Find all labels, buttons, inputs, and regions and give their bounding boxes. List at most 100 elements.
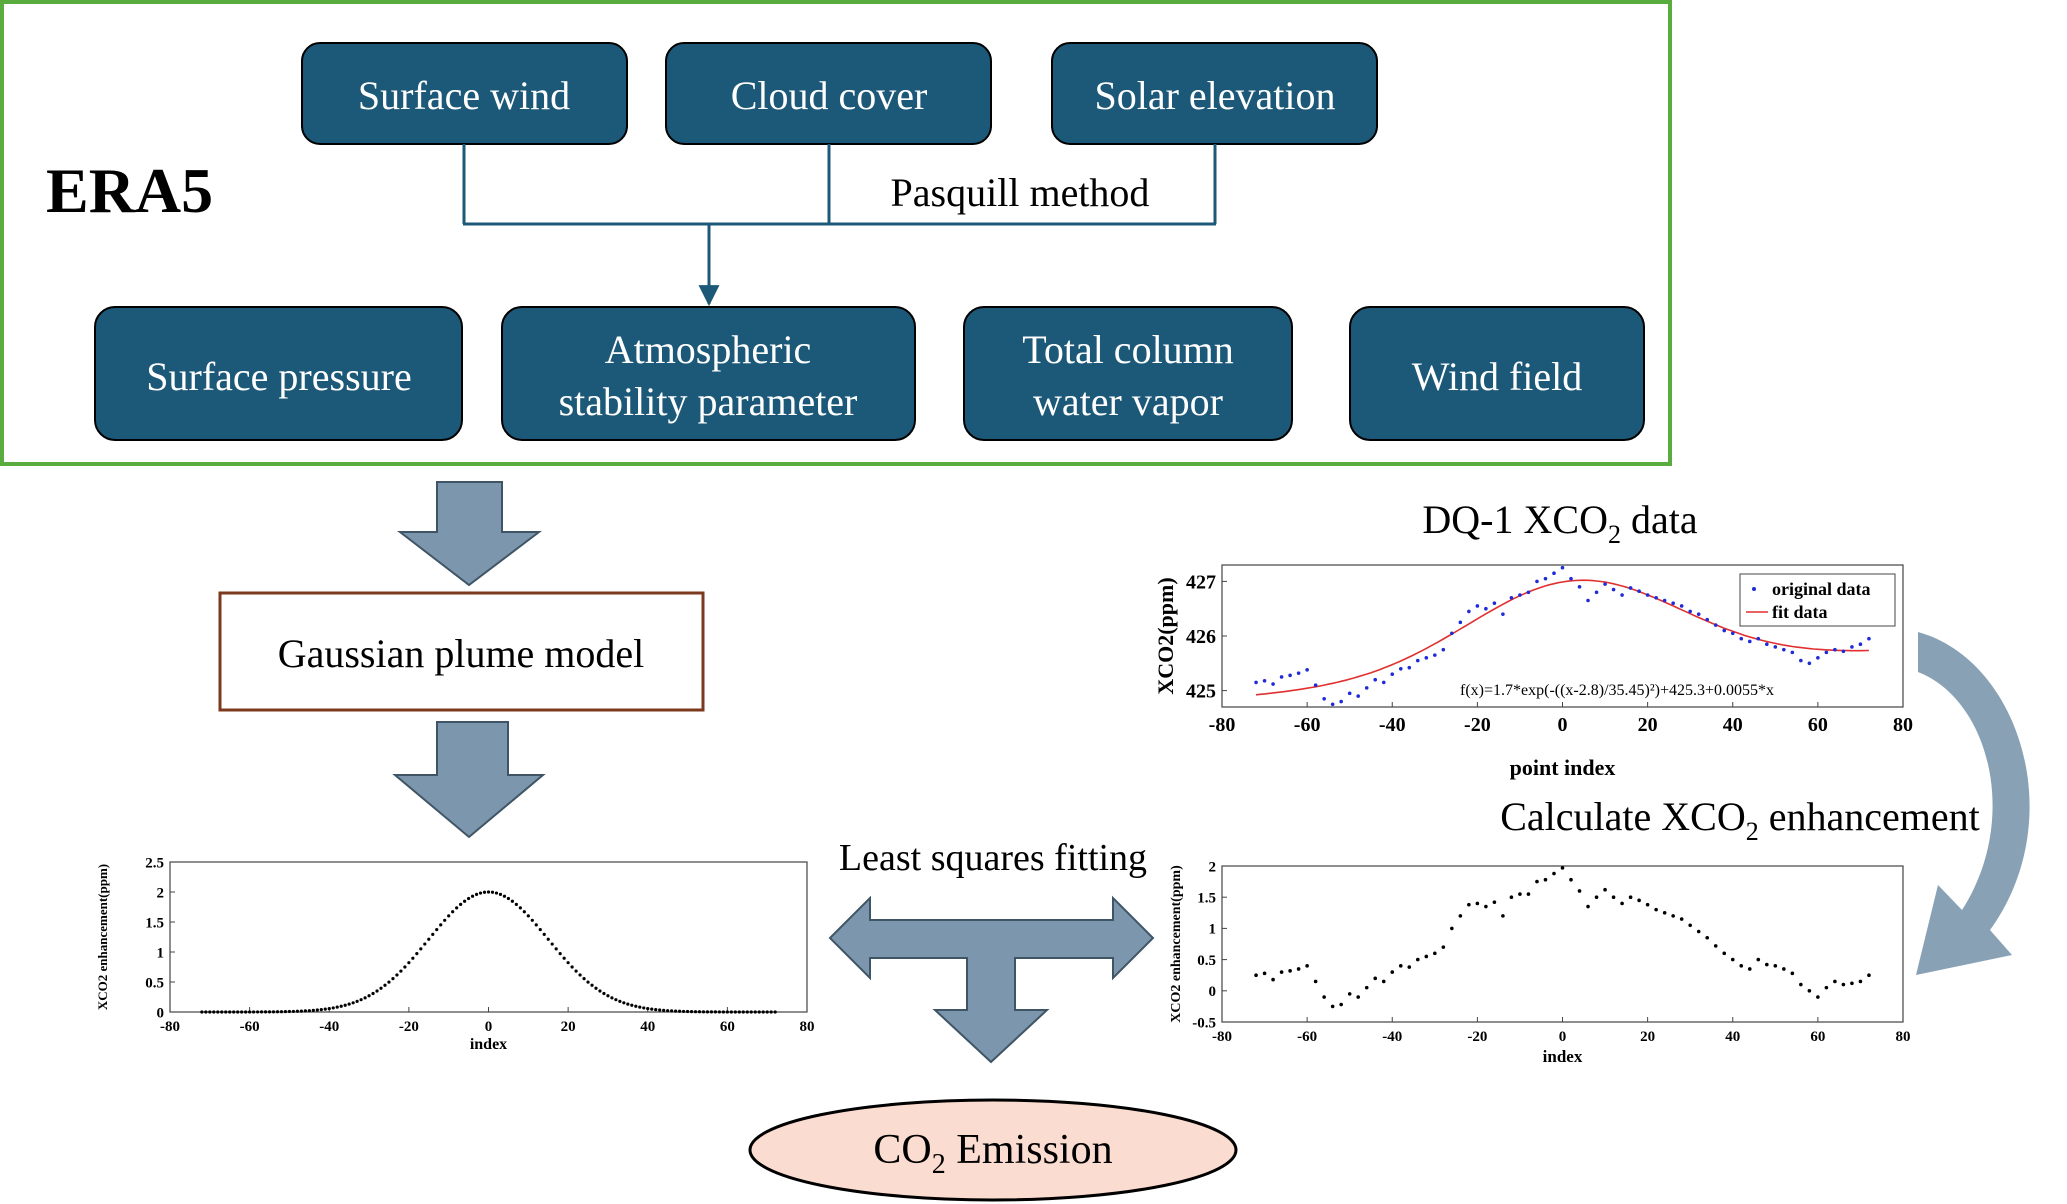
enhancement-point bbox=[1713, 944, 1718, 948]
enhancement-point bbox=[1603, 887, 1607, 892]
model-point bbox=[371, 991, 375, 996]
model-point bbox=[355, 999, 359, 1003]
dq1-title: DQ-1 XCO2 data bbox=[1422, 497, 1697, 549]
y-tick-label: 1.5 bbox=[1197, 890, 1216, 906]
original-data-point bbox=[1773, 645, 1778, 649]
model-point bbox=[486, 890, 491, 894]
enhancement-point bbox=[1501, 914, 1505, 918]
enhancement-point bbox=[1560, 866, 1565, 870]
model-point bbox=[263, 1010, 268, 1014]
model-point bbox=[447, 914, 451, 918]
enhancement-point bbox=[1637, 898, 1641, 903]
original-data-point bbox=[1450, 631, 1454, 636]
x-tick-label: 80 bbox=[800, 1019, 815, 1035]
original-data-point bbox=[1620, 593, 1624, 597]
enhancement-point bbox=[1705, 935, 1710, 940]
x-tick-label: 40 bbox=[1723, 714, 1743, 736]
original-data-point bbox=[1858, 642, 1863, 646]
enhancement-point bbox=[1594, 895, 1599, 899]
enhancement-point bbox=[1620, 901, 1624, 906]
model-point bbox=[367, 994, 371, 998]
model-point bbox=[590, 983, 594, 987]
input-surface-wind: Surface wind bbox=[301, 42, 628, 145]
model-point bbox=[582, 977, 586, 981]
model-point bbox=[244, 1010, 248, 1014]
original-data-point bbox=[1492, 601, 1497, 606]
original-data-point bbox=[1296, 671, 1301, 675]
x-tick-label: 0 bbox=[485, 1019, 493, 1035]
model-point bbox=[295, 1009, 299, 1013]
pasquill-connector bbox=[462, 144, 1217, 307]
original-data-point bbox=[1611, 587, 1616, 592]
model-point bbox=[248, 1010, 252, 1014]
original-data-point bbox=[1381, 680, 1386, 685]
enhancement-point bbox=[1552, 871, 1556, 876]
x-tick-label: -80 bbox=[1212, 1029, 1232, 1045]
model-point bbox=[769, 1010, 773, 1014]
model-point bbox=[689, 1010, 694, 1014]
x-tick-label: 0 bbox=[1558, 714, 1568, 736]
enhancement-point bbox=[1747, 967, 1752, 971]
enhancement-point bbox=[1611, 895, 1616, 899]
y-tick-label: -0.5 bbox=[1192, 1015, 1216, 1031]
enhancement-point bbox=[1824, 985, 1829, 990]
model-point bbox=[622, 1001, 626, 1005]
original-data-point bbox=[1722, 628, 1727, 633]
original-data-point bbox=[1407, 665, 1412, 670]
model-point bbox=[514, 902, 518, 906]
enhancement-point bbox=[1364, 985, 1369, 990]
model-point bbox=[757, 1010, 761, 1014]
enhancement-point bbox=[1313, 979, 1318, 984]
original-data-point bbox=[1671, 601, 1675, 606]
model-point bbox=[650, 1007, 654, 1011]
y-tick-label: 1.5 bbox=[145, 915, 164, 931]
plot-area bbox=[169, 861, 808, 1013]
model-point bbox=[339, 1004, 343, 1008]
model-point bbox=[662, 1008, 666, 1012]
model-point bbox=[654, 1008, 658, 1012]
x-tick-label: -60 bbox=[1297, 1029, 1317, 1045]
model-point bbox=[554, 947, 558, 951]
model-point bbox=[721, 1010, 725, 1014]
enhancement-point bbox=[1339, 1002, 1343, 1007]
enhancement-point bbox=[1390, 970, 1395, 974]
enhancement-point bbox=[1347, 992, 1352, 996]
model-point bbox=[558, 951, 562, 956]
enhancement-point bbox=[1841, 982, 1846, 987]
enhancement-point bbox=[1654, 907, 1658, 912]
enhancement-point bbox=[1850, 981, 1854, 986]
original-data-point bbox=[1415, 658, 1420, 663]
original-data-point bbox=[1705, 617, 1710, 622]
model-point bbox=[753, 1010, 757, 1014]
enhancement-point bbox=[1484, 904, 1488, 909]
enhancement-point bbox=[1381, 979, 1386, 984]
original-data-point bbox=[1467, 609, 1471, 614]
model-point bbox=[737, 1010, 741, 1014]
x-tick-label: -20 bbox=[1467, 1029, 1487, 1045]
original-data-point bbox=[1339, 699, 1343, 704]
model-point bbox=[232, 1010, 236, 1014]
model-point bbox=[283, 1010, 288, 1014]
model-point bbox=[327, 1006, 331, 1011]
y-tick-label: 2.5 bbox=[145, 855, 164, 871]
model-point bbox=[494, 891, 499, 895]
fit-data-line bbox=[1255, 579, 1869, 696]
original-data-point bbox=[1747, 639, 1752, 644]
model-point bbox=[255, 1010, 260, 1014]
output-water-vapor-line-1: Total column bbox=[1022, 327, 1234, 372]
era5-label: ERA5 bbox=[46, 155, 213, 226]
model-point bbox=[542, 932, 546, 936]
gaussian-plume-model-box: Gaussian plume model bbox=[218, 591, 705, 712]
original-data-point bbox=[1398, 666, 1403, 671]
model-point bbox=[741, 1010, 745, 1014]
model-point bbox=[216, 1010, 220, 1014]
x-tick-label: -40 bbox=[319, 1019, 339, 1035]
model-point bbox=[455, 906, 459, 910]
model-point bbox=[638, 1005, 642, 1009]
enhancement-point bbox=[1739, 964, 1744, 968]
enhancement-point bbox=[1586, 904, 1590, 909]
enhancement-point bbox=[1330, 1004, 1335, 1009]
x-tick-label: 60 bbox=[1808, 714, 1828, 736]
